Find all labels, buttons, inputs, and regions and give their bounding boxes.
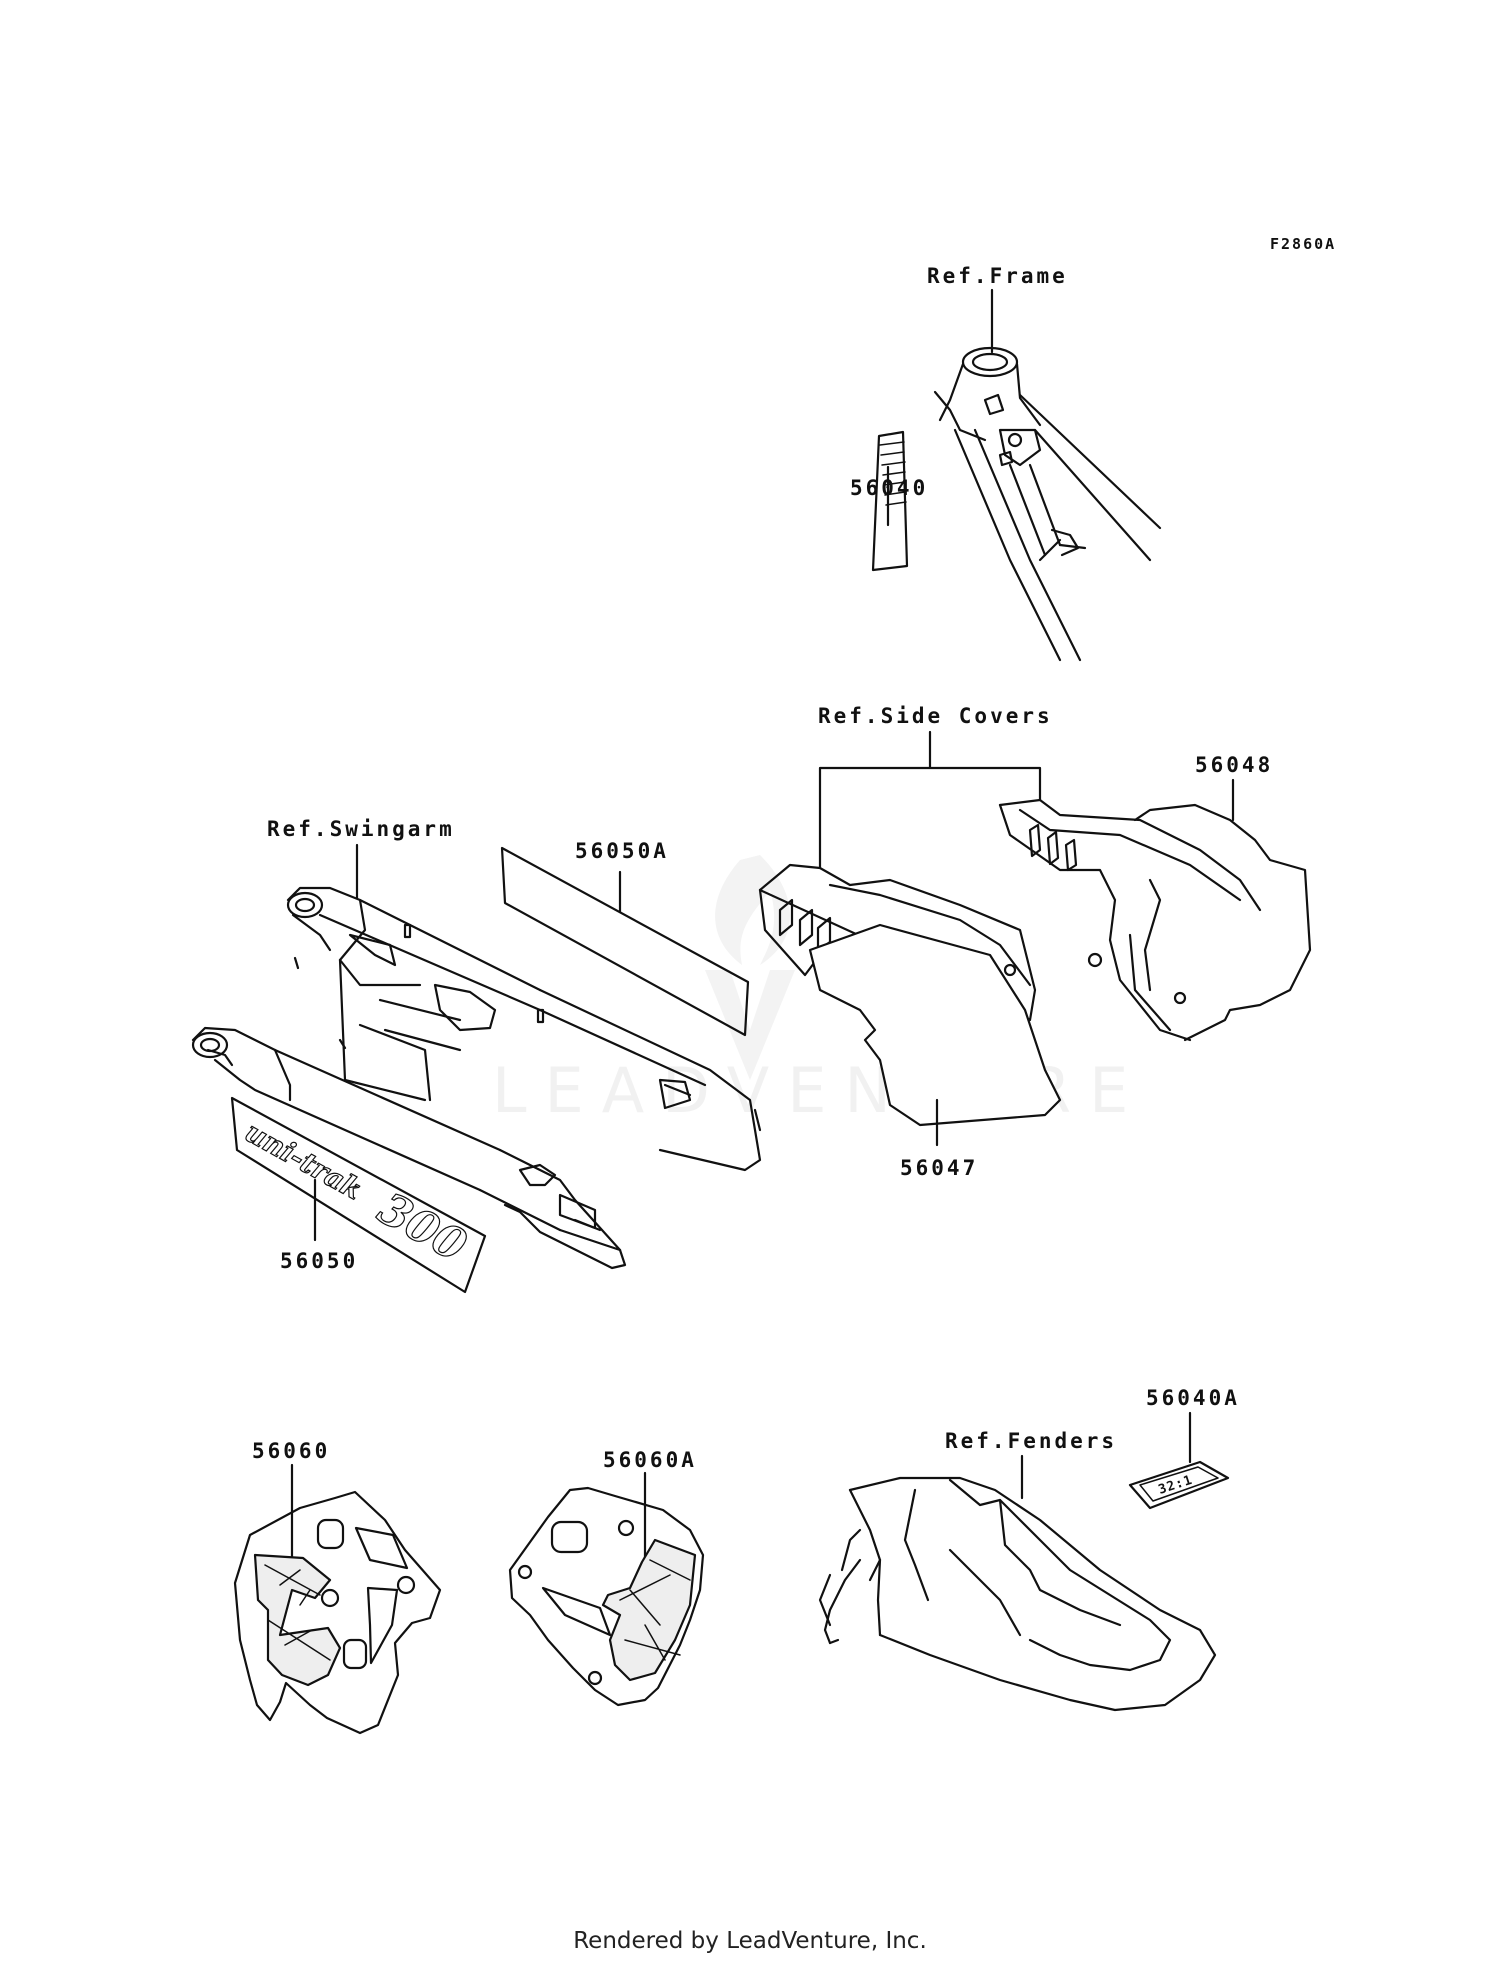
ref-fenders-label[interactable]: Ref.Fenders <box>945 1429 1117 1453</box>
ref-swingarm-label[interactable]: Ref.Swingarm <box>267 817 455 841</box>
decal-56040a[interactable]: 32:1 <box>1128 1460 1230 1510</box>
frame-drawing <box>933 346 1162 662</box>
part-56040-label[interactable]: 56040 <box>850 476 928 500</box>
number-plate-56060[interactable] <box>233 1490 442 1735</box>
side-cover-56048[interactable] <box>998 798 1312 1042</box>
ref-side-covers-label[interactable]: Ref.Side Covers <box>818 704 1053 728</box>
swingarm-drawing <box>191 886 762 1270</box>
decal-56040[interactable] <box>871 430 909 572</box>
part-56050-label[interactable]: 56050 <box>280 1249 358 1273</box>
watermark-logo <box>705 855 795 1080</box>
part-56047-label[interactable]: 56047 <box>900 1156 978 1180</box>
part-56050a-label[interactable]: 56050A <box>575 839 669 863</box>
part-56060a-label[interactable]: 56060A <box>603 1448 697 1472</box>
part-56048-label[interactable]: 56048 <box>1195 753 1273 777</box>
ref-frame-label[interactable]: Ref.Frame <box>927 264 1068 288</box>
fender-drawing <box>818 1476 1217 1712</box>
ref-side-covers-leader <box>818 730 1042 870</box>
number-plate-56060a[interactable] <box>508 1486 705 1707</box>
part-56040a-label[interactable]: 56040A <box>1146 1386 1240 1410</box>
footer-credit: Rendered by LeadVenture, Inc. <box>573 1928 927 1954</box>
decal-56050a[interactable] <box>500 846 750 1037</box>
decal-300-text: 300 <box>370 1183 475 1272</box>
part-56060-label[interactable]: 56060 <box>252 1439 330 1463</box>
side-cover-56047[interactable] <box>758 863 1062 1127</box>
figure-code: F2860A <box>1270 235 1336 253</box>
